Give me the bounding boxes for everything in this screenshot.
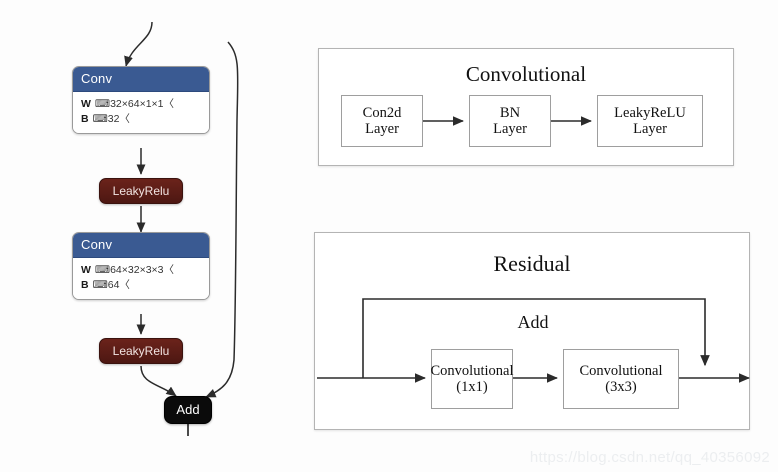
residual-panel-title: Residual <box>493 251 571 276</box>
node-conv1-weight-value: ⌨32×64×1×1〈 <box>94 98 175 110</box>
node-conv1-bias-key: B <box>81 113 89 125</box>
box-leakyrelu-layer-line2: Layer <box>633 121 667 137</box>
node-conv2-bias-value: ⌨64〈 <box>92 279 130 291</box>
box-convolutional-3x3-line1: Convolutional <box>579 362 663 379</box>
box-leakyrelu-layer-line1: LeakyReLU <box>614 104 686 121</box>
node-conv1-bias-value: ⌨32〈 <box>92 113 130 125</box>
node-leakyrelu2[interactable]: LeakyRelu <box>99 338 183 364</box>
node-conv2-bias-row: B⌨64〈 <box>81 278 201 293</box>
convolutional-panel-edges <box>423 116 592 126</box>
box-convolutional-3x3-line2: (3x3) <box>605 379 637 395</box>
residual-panel: Residual Add Convolutional ( <box>314 232 750 430</box>
convolutional-panel-title: Convolutional <box>465 62 587 86</box>
node-conv2-params: W⌨64×32×3×3〈 B⌨64〈 <box>73 258 209 299</box>
node-conv2-weight-value: ⌨64×32×3×3〈 <box>94 264 175 276</box>
node-conv2-weight-row: W⌨64×32×3×3〈 <box>81 263 201 278</box>
graph-edges <box>124 21 239 436</box>
box-con2d-layer-line1: Con2d <box>362 104 402 121</box>
node-conv1-weight-row: W⌨32×64×1×1〈 <box>81 97 201 112</box>
box-convolutional-3x3[interactable]: Convolutional (3x3) <box>563 349 679 409</box>
node-conv2-weight-key: W <box>81 264 91 276</box>
node-conv1-title: Conv <box>73 67 209 92</box>
box-leakyrelu-layer[interactable]: LeakyReLU Layer <box>597 95 703 147</box>
box-con2d-layer-line2: Layer <box>365 121 399 137</box>
box-convolutional-1x1-line2: (1x1) <box>456 379 488 395</box>
node-conv1-params: W⌨32×64×1×1〈 B⌨32〈 <box>73 92 209 133</box>
box-con2d-layer[interactable]: Con2d Layer <box>341 95 423 147</box>
node-conv1[interactable]: Conv W⌨32×64×1×1〈 B⌨32〈 <box>72 66 210 134</box>
edge-input-to-conv1 <box>124 21 153 67</box>
residual-add-label: Add <box>517 312 549 332</box>
box-bn-layer-line2: Layer <box>493 121 527 137</box>
watermark-text: https://blog.csdn.net/qq_40356092 <box>529 449 770 466</box>
edge-skip-connection <box>362 298 710 378</box>
edge-relu2-to-add <box>140 365 177 397</box>
convolutional-panel: Convolutional Con2d Layer BN Layer Leaky… <box>318 48 734 166</box>
box-convolutional-1x1[interactable]: Convolutional (1x1) <box>430 349 514 409</box>
node-conv2-title: Conv <box>73 233 209 258</box>
box-convolutional-1x1-line1: Convolutional <box>430 362 514 379</box>
residual-panel-edges <box>317 298 750 383</box>
network-graph-panel: Conv W⌨32×64×1×1〈 B⌨32〈 LeakyRelu Conv W… <box>0 0 300 472</box>
node-leakyrelu1[interactable]: LeakyRelu <box>99 178 183 204</box>
node-conv1-bias-row: B⌨32〈 <box>81 112 201 127</box>
node-conv2-bias-key: B <box>81 279 89 291</box>
node-add[interactable]: Add <box>164 396 212 424</box>
box-bn-layer-line1: BN <box>499 104 521 121</box>
node-conv1-weight-key: W <box>81 98 91 110</box>
box-bn-layer[interactable]: BN Layer <box>469 95 551 147</box>
node-conv2[interactable]: Conv W⌨64×32×3×3〈 B⌨64〈 <box>72 232 210 300</box>
edge-skip-to-add <box>205 41 239 398</box>
